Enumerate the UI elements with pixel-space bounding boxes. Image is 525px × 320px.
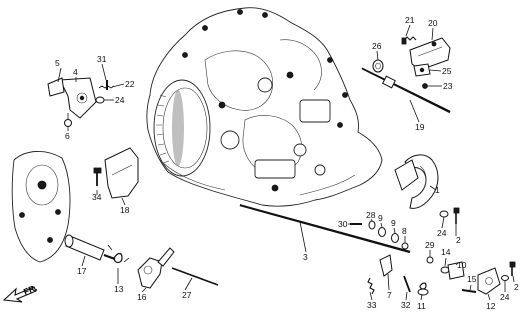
- pin-27: [171, 267, 219, 286]
- link-25: [413, 63, 431, 77]
- spring-33: [367, 277, 375, 295]
- callout-part-number: 21: [405, 15, 415, 25]
- bolt-2-right: [453, 207, 460, 224]
- spring-11: [417, 282, 429, 296]
- callout-part-number: 34: [92, 192, 102, 202]
- washer-14: [440, 266, 450, 274]
- shift-rod-3: [239, 203, 411, 254]
- callout-part-number: 13: [114, 284, 124, 294]
- callout-part-number: 4: [73, 67, 78, 77]
- callout-part-number: 16: [137, 292, 147, 302]
- washer-24-bottom: [501, 275, 509, 281]
- callout-part-number: 24: [437, 228, 447, 238]
- callout-part-number: 9: [378, 213, 383, 223]
- washer-24-left: [95, 96, 105, 104]
- bolt-34: [93, 167, 102, 186]
- pin-32: [403, 275, 411, 293]
- plate-5: [47, 77, 65, 97]
- callout-part-number: 6: [65, 131, 70, 141]
- callout-part-number: 17: [77, 266, 87, 276]
- callout-part-number: 32: [401, 300, 411, 310]
- shift-rod-19: [361, 66, 451, 114]
- callout-part-number: 31: [97, 54, 107, 64]
- bracket-18: [104, 147, 139, 199]
- ball-29: [426, 256, 434, 264]
- callout-part-number: 28: [366, 210, 376, 220]
- lever-4: [59, 77, 97, 119]
- detent-8: [401, 242, 409, 250]
- collar-10: [447, 261, 465, 280]
- bolt-6: [64, 113, 72, 127]
- callout-part-number: 30: [338, 219, 348, 229]
- front-direction-indicator: FR.: [2, 282, 38, 303]
- shaft-17: [64, 234, 116, 261]
- spring-22: [98, 85, 115, 89]
- callout-part-number: 18: [120, 205, 130, 215]
- callout-part-number: 19: [415, 122, 425, 132]
- callout-part-number: 11: [417, 301, 426, 311]
- callout-part-number: 10: [457, 260, 467, 270]
- callout-part-number: 29: [425, 240, 435, 250]
- shift-fork-1: [394, 154, 439, 209]
- callout-part-number: 1: [435, 185, 440, 195]
- callout-part-number: 9: [391, 218, 396, 228]
- pin-15: [461, 289, 477, 293]
- ring-9a: [378, 227, 386, 237]
- selector-bracket-20: [409, 37, 451, 71]
- callout-part-number: 27: [182, 290, 192, 300]
- transmission-case: [146, 7, 383, 207]
- callout-part-number: 24: [500, 292, 510, 302]
- callout-part-number: 15: [467, 274, 477, 284]
- bell-housing-cover: [11, 151, 71, 263]
- callout-part-number: 25: [442, 66, 452, 76]
- callout-labels: 1 2 2 3 4 5 6 7 8 9 9 10 11 12 13 14 15 …: [55, 15, 519, 311]
- callout-part-number: 2: [456, 235, 461, 245]
- front-arrow-icon: [2, 286, 37, 303]
- callout-part-number: 24: [115, 95, 125, 105]
- callout-part-number: 2: [514, 282, 519, 292]
- callout-part-number: 20: [428, 18, 438, 28]
- callout-part-number: 22: [125, 79, 135, 89]
- callout-part-number: 33: [367, 300, 377, 310]
- callout-part-number: 14: [441, 247, 451, 257]
- callout-part-number: 8: [402, 226, 407, 236]
- front-direction-label: FR.: [22, 282, 38, 296]
- shift-arm-16: [137, 247, 175, 289]
- ring-9b: [391, 233, 399, 243]
- callout-part-number: 23: [443, 81, 453, 91]
- block-12: [477, 267, 501, 295]
- spring-21: [401, 36, 417, 45]
- selector-7: [379, 254, 393, 277]
- bushing-28: [368, 220, 376, 230]
- bolt-23: [422, 83, 428, 89]
- callout-part-number: 12: [486, 301, 496, 311]
- callout-part-number: 26: [372, 41, 382, 51]
- washer-24-right: [439, 210, 449, 218]
- leader-lines: [57, 24, 515, 301]
- callout-part-number: 5: [55, 58, 60, 68]
- spring-13: [107, 244, 130, 264]
- bushing-26: [372, 59, 384, 73]
- callout-part-number: 7: [387, 290, 392, 300]
- bolt-2-bottom: [509, 261, 516, 276]
- callout-part-number: 3: [303, 252, 308, 262]
